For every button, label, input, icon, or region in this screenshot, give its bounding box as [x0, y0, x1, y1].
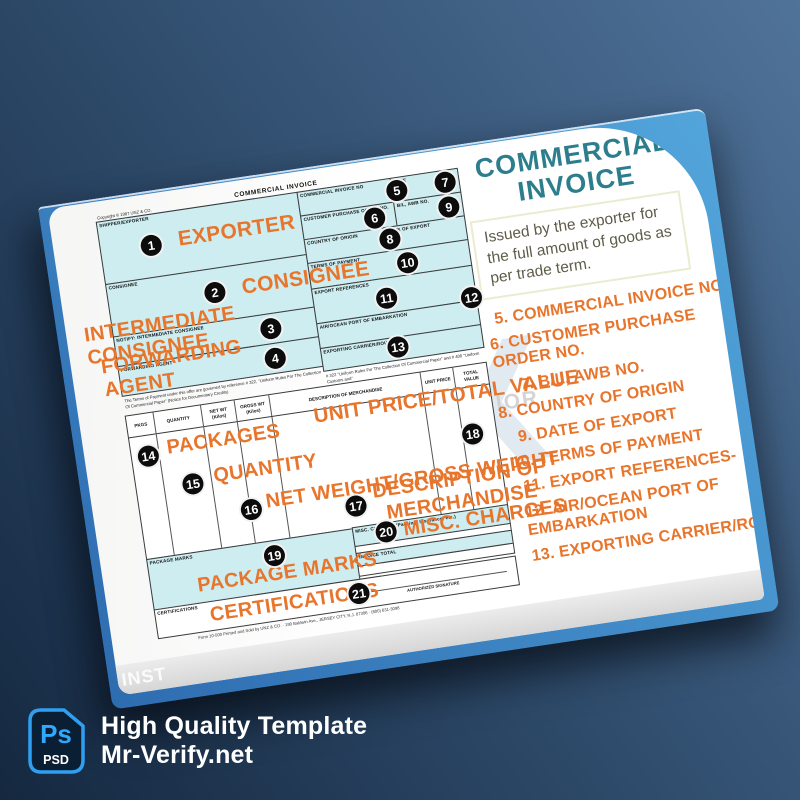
photoshop-icon: Ps PSD: [28, 708, 86, 774]
instructions-text: INST: [120, 663, 168, 690]
invoice-form: Copyright © 1987 UNZ & CO. COMMERCIAL IN…: [83, 156, 581, 651]
footer: Ps PSD High Quality Template Mr-Verify.n…: [28, 708, 367, 774]
photoshop-icon-shape: Ps PSD: [28, 708, 85, 774]
badge-2: 2: [202, 280, 227, 305]
overlay-exporter: EXPORTER: [176, 210, 297, 251]
footer-line1: High Quality Template: [101, 711, 368, 740]
field-list: 5. COMMERCIAL INVOICE NO. 6. CUSTOMER PU…: [483, 276, 765, 568]
consignee-label: CONSIGNEE: [108, 281, 139, 291]
badge-11: 11: [374, 286, 399, 311]
psd-text: PSD: [43, 753, 69, 767]
badge-10: 10: [395, 250, 420, 275]
badge-3: 3: [258, 316, 283, 341]
ps-text: Ps: [40, 719, 72, 749]
footer-text: High Quality Template Mr-Verify.net: [101, 712, 367, 771]
sheet-paper: ❮ RIOR Copyright © 1987 UNZ & CO. COMMER…: [47, 112, 765, 696]
badge-1: 1: [139, 233, 164, 258]
col-pkgs: PKGS: [133, 421, 148, 429]
invoice-sheet: ❮ RIOR Copyright © 1987 UNZ & CO. COMMER…: [37, 107, 780, 710]
footer-line2: Mr-Verify.net: [101, 741, 254, 769]
badge-13: 13: [386, 335, 410, 359]
badge-4: 4: [263, 346, 288, 371]
